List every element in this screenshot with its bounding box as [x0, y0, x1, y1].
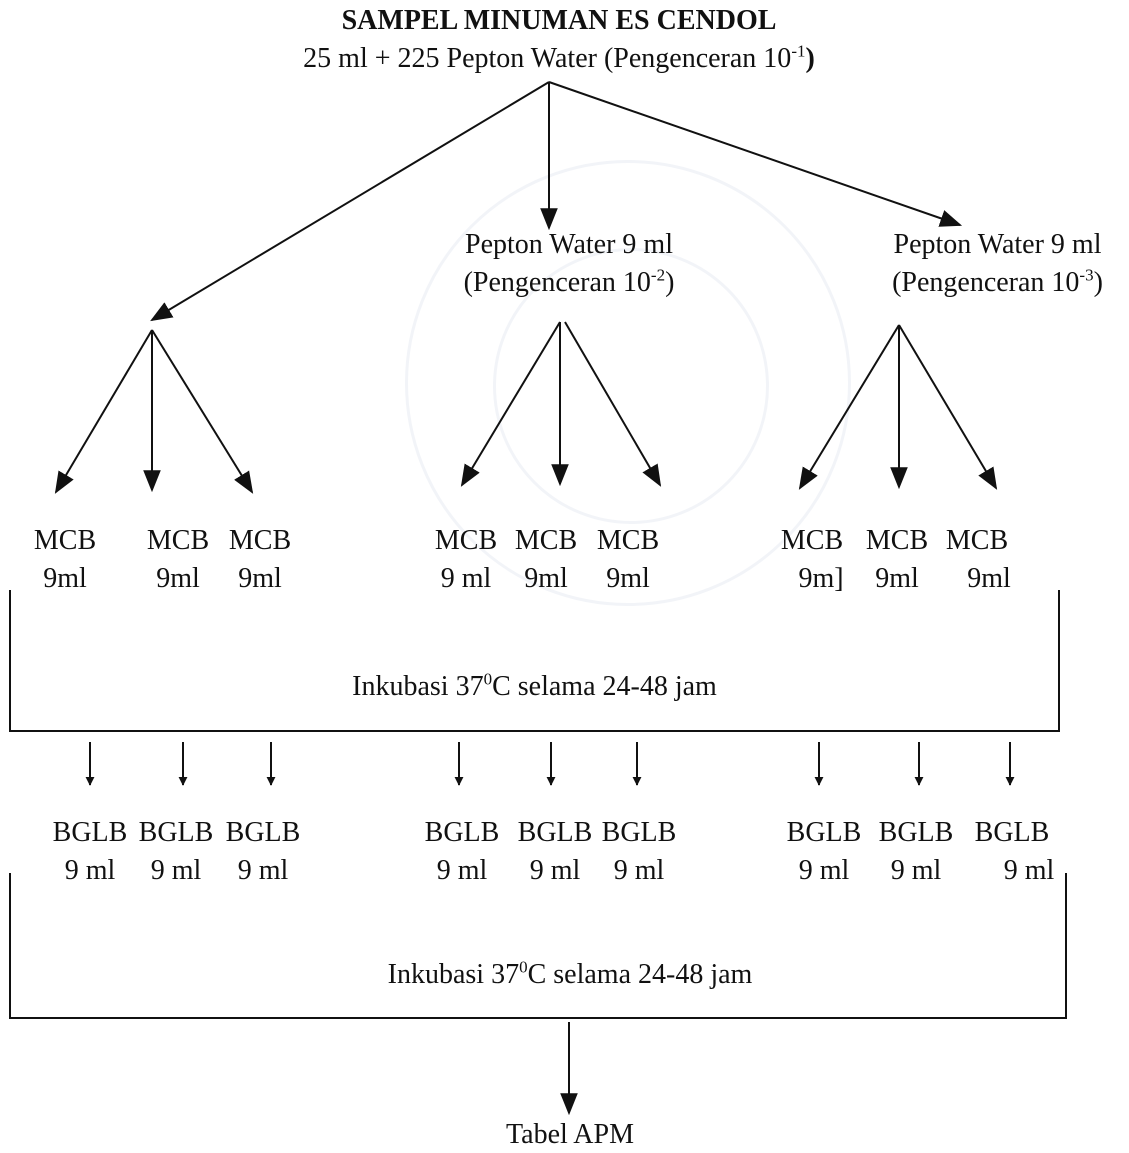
dilution-3-exponent: -3	[1079, 265, 1094, 285]
bglb-tube-1: BGLB 9 ml	[40, 814, 140, 890]
sample-subtitle: 25 ml + 225 Pepton Water (Pengenceran 10…	[249, 42, 869, 76]
bglb-tube-volume: 9 ml	[150, 855, 202, 886]
dilution-2-sub: (Pengenceran 10-2)	[424, 266, 714, 300]
incubation-2-label: Inkubasi 370C selama 24-48 jam	[10, 958, 1129, 992]
mcb-tube-4: MCB 9 ml	[426, 522, 506, 598]
watermark-seal	[405, 160, 851, 606]
incubation-1-rest: C selama 24-48 jam	[492, 671, 717, 702]
dilution-3-label: Pepton Water 9 ml	[893, 229, 1102, 260]
dilution-2-close: )	[665, 267, 675, 298]
mcb-tube-name: MCB	[514, 525, 578, 556]
mcb-tube-name: MCB	[434, 525, 498, 556]
subtitle-text: 25 ml + 225 Pepton Water (Pengenceran 10	[303, 43, 792, 74]
incubation-2-text: Inkubasi 37	[387, 959, 520, 990]
mcb-tube-9: MCB 9ml	[932, 522, 1022, 598]
sample-title: SAMPEL MINUMAN ES CENDOL	[341, 5, 777, 36]
bglb-tube-volume: 9 ml	[436, 855, 488, 886]
arrow-to-group1	[150, 81, 550, 322]
dilution-2-label: Pepton Water 9 ml	[465, 229, 673, 260]
incubation-bracket-1	[9, 590, 1060, 732]
bglb-tube-volume: 9 ml	[64, 855, 116, 886]
bglb-tube-7: BGLB 9 ml	[774, 814, 874, 890]
mcb-tube-volume: 9m]	[798, 563, 844, 594]
bglb-tube-name: BGLB	[974, 817, 1050, 848]
dilution-2-exponent: -2	[650, 265, 666, 285]
incubation-1-text: Inkubasi 37	[352, 671, 484, 702]
bglb-tube-9: BGLB 9 ml	[962, 814, 1062, 890]
incubation-1-label: Inkubasi 370C selama 24-48 jam	[10, 670, 1059, 704]
bglb-tube-2: BGLB 9 ml	[126, 814, 226, 890]
mcb-tube-3: MCB 9ml	[220, 522, 300, 598]
dilution-3-text: (Pengenceran 10	[892, 267, 1080, 298]
bglb-tube-4: BGLB 9 ml	[412, 814, 512, 890]
dilution-2-text: (Pengenceran 10	[463, 267, 651, 298]
subtitle-exponent: -1	[791, 41, 806, 61]
dilution-3-close: )	[1093, 267, 1103, 298]
bglb-tube-name: BGLB	[52, 817, 128, 848]
bglb-tube-3: BGLB 9 ml	[213, 814, 313, 890]
mcb-tube-1: MCB 9ml	[25, 522, 105, 598]
mcb-tube-volume: 9ml	[875, 563, 919, 594]
arrow-to-mcb4	[460, 321, 561, 487]
subtitle-close: )	[805, 43, 815, 74]
bglb-tube-name: BGLB	[601, 817, 677, 848]
bglb-tube-volume: 9 ml	[237, 855, 289, 886]
mcb-tube-name: MCB	[945, 525, 1009, 556]
arrow-to-dilution3	[548, 81, 963, 227]
mcb-tube-volume: 9ml	[524, 563, 568, 594]
mcb-tube-6: MCB 9ml	[588, 522, 668, 598]
bglb-tube-name: BGLB	[138, 817, 214, 848]
mcb-tube-volume: 9ml	[43, 563, 87, 594]
mcb-tube-name: MCB	[596, 525, 660, 556]
incubation-1-degree: 0	[483, 669, 493, 689]
arrow-to-mcb1	[54, 329, 153, 494]
watermark-inner-ring	[493, 248, 769, 524]
mcb-tube-name: MCB	[33, 525, 97, 556]
bglb-tube-name: BGLB	[878, 817, 954, 848]
incubation-bracket-2	[9, 873, 1067, 1019]
mcb-tube-volume: 9ml	[967, 563, 1011, 594]
mcb-tube-2: MCB 9ml	[138, 522, 218, 598]
bglb-tube-volume: 9 ml	[798, 855, 850, 886]
arrow-to-mcb3	[151, 329, 254, 494]
incubation-2-rest: C selama 24-48 jam	[527, 959, 753, 990]
mcb-tube-volume: 9ml	[606, 563, 650, 594]
mcb-tube-name: MCB	[865, 525, 929, 556]
mcb-tube-volume: 9ml	[156, 563, 200, 594]
bglb-tube-volume: 9 ml	[529, 855, 581, 886]
bglb-tube-5: BGLB 9 ml	[505, 814, 605, 890]
arrow-to-mcb6	[564, 321, 662, 487]
bglb-tube-name: BGLB	[786, 817, 862, 848]
result-label: Tabel APM	[506, 1119, 634, 1150]
mcb-tube-8: MCB 9ml	[852, 522, 942, 598]
arrow-to-mcb7	[798, 324, 900, 490]
bglb-tube-6: BGLB 9 ml	[589, 814, 689, 890]
incubation-2-degree: 0	[519, 957, 528, 977]
bglb-tube-8: BGLB 9 ml	[866, 814, 966, 890]
mcb-tube-name: MCB	[146, 525, 210, 556]
bglb-tube-name: BGLB	[424, 817, 500, 848]
bglb-tube-name: BGLB	[517, 817, 593, 848]
mcb-tube-name: MCB	[228, 525, 292, 556]
dilution-3-sub: (Pengenceran 10-3)	[866, 266, 1129, 300]
mcb-tube-volume: 9ml	[238, 563, 282, 594]
mcb-tube-5: MCB 9ml	[506, 522, 586, 598]
mcb-tube-7: MCB 9m]	[772, 522, 852, 598]
mcb-tube-name: MCB	[780, 525, 844, 556]
arrow-to-mcb9	[898, 324, 998, 490]
bglb-tube-name: BGLB	[225, 817, 301, 848]
bglb-tube-volume: 9 ml	[890, 855, 942, 886]
mcb-tube-volume: 9 ml	[440, 563, 492, 594]
bglb-tube-volume: 9 ml	[1003, 855, 1055, 886]
bglb-tube-volume: 9 ml	[613, 855, 665, 886]
